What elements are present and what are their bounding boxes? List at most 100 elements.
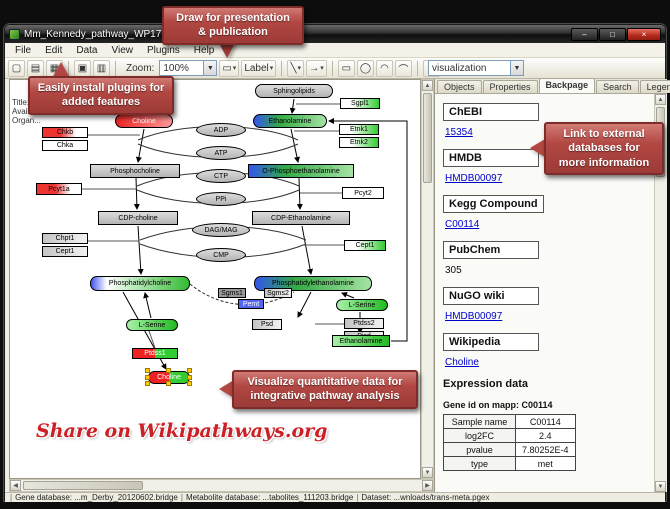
selection-handle[interactable]: [145, 381, 150, 386]
zoom-combobox[interactable]: 100% ▼: [159, 60, 218, 76]
selection-handle[interactable]: [166, 381, 171, 386]
callout-pointer-left: [219, 380, 234, 398]
label-tool-button[interactable]: Label▾: [241, 59, 277, 77]
pathway-node[interactable]: Choline: [115, 114, 173, 128]
pathway-node[interactable]: L-Serine: [336, 299, 388, 311]
pathway-node[interactable]: Cept1: [344, 240, 386, 251]
pathway-node[interactable]: Chkb: [42, 127, 88, 138]
selection-handle[interactable]: [187, 381, 192, 386]
tab-search[interactable]: Search: [596, 80, 639, 93]
brace-tool-button[interactable]: ⌒: [395, 59, 413, 77]
selection-handle[interactable]: [166, 368, 171, 373]
pathway-node[interactable]: CDP-choline: [98, 211, 178, 225]
copy-button[interactable]: ▣: [74, 59, 91, 77]
open-button[interactable]: ▤: [27, 59, 44, 77]
pathway-node[interactable]: PPi: [196, 192, 246, 206]
pathway-node[interactable]: Pemt: [238, 299, 264, 309]
pathway-node[interactable]: Pcyt1a: [36, 183, 82, 195]
pathway-node[interactable]: ADP: [196, 123, 246, 137]
pathway-node[interactable]: L-Serine: [126, 319, 178, 331]
datanode-tool-button[interactable]: ▭▾: [219, 59, 240, 77]
pathway-node[interactable]: Sgms2: [264, 288, 292, 298]
pathway-node[interactable]: Psd: [252, 319, 282, 330]
pathway-node[interactable]: Ptdss2: [344, 318, 384, 329]
pathway-node[interactable]: Phosphatidylcholine: [90, 276, 190, 291]
menu-item-help[interactable]: Help: [193, 44, 215, 56]
maximize-button[interactable]: □: [599, 27, 626, 41]
menu-item-file[interactable]: File: [15, 44, 32, 56]
menu-item-view[interactable]: View: [111, 44, 133, 56]
tab-objects[interactable]: Objects: [437, 80, 482, 93]
new-file-button[interactable]: ▢: [8, 59, 25, 77]
canvas-vertical-scrollbar[interactable]: ▲ ▼: [421, 79, 434, 479]
pathway-node[interactable]: Etnk1: [339, 124, 379, 135]
vertical-scroll-thumb[interactable]: [423, 93, 432, 183]
scroll-up-icon[interactable]: ▲: [422, 80, 433, 91]
pathway-node[interactable]: CMP: [196, 248, 246, 262]
pathway-node[interactable]: Pcyt2: [342, 187, 384, 199]
menu-item-data[interactable]: Data: [76, 44, 98, 56]
pathway-node[interactable]: Sgms1: [218, 288, 246, 298]
selection-handle[interactable]: [145, 368, 150, 373]
scroll-right-icon[interactable]: ▶: [422, 480, 433, 491]
selection-handle[interactable]: [187, 374, 192, 380]
backpage-section-header: NuGO wiki: [443, 287, 539, 305]
chevron-down-icon[interactable]: ▼: [510, 61, 523, 75]
title-bar[interactable]: Mm_Kennedy_pathway_WP1771_45176.gpml – □…: [5, 25, 665, 43]
scroll-up-icon[interactable]: ▲: [655, 94, 666, 105]
close-button[interactable]: ×: [627, 27, 661, 41]
pathway-node[interactable]: Chka: [42, 140, 88, 151]
pathway-node[interactable]: DAG/MAG: [192, 223, 250, 237]
pathway-node[interactable]: Ethanolamine: [332, 335, 390, 347]
scroll-down-icon[interactable]: ▼: [655, 481, 666, 492]
status-bar: |Gene database: ...m_Derby_20120602.brid…: [5, 492, 665, 502]
rect-tool-button[interactable]: ▭: [337, 59, 355, 77]
backpage-link[interactable]: HMDB00097: [445, 311, 503, 322]
minimize-button[interactable]: –: [571, 27, 598, 41]
chevron-down-icon[interactable]: ▾: [232, 65, 237, 72]
selection-handle[interactable]: [145, 374, 150, 380]
pathway-node[interactable]: O-Phosphoethanolamine: [248, 164, 354, 178]
arc-tool-button[interactable]: ◠: [376, 59, 394, 77]
pathway-node[interactable]: Ethanolamine: [253, 114, 327, 128]
chevron-down-icon[interactable]: ▾: [297, 65, 302, 72]
line-tool-button[interactable]: ╲▾: [287, 59, 305, 77]
backpage-link[interactable]: C00114: [445, 219, 480, 230]
tab-backpage[interactable]: Backpage: [538, 78, 596, 93]
zoom-value: 100%: [163, 62, 189, 74]
pathway-node[interactable]: Etnk2: [339, 137, 379, 148]
chevron-down-icon[interactable]: ▾: [269, 65, 274, 72]
pathway-node[interactable]: Sgpl1: [340, 98, 380, 109]
scroll-left-icon[interactable]: ◀: [10, 480, 21, 491]
tab-properties[interactable]: Properties: [482, 80, 538, 93]
visualization-combobox[interactable]: visualization ▼: [428, 60, 524, 76]
pathway-node[interactable]: Chpt1: [42, 233, 88, 244]
pathway-node[interactable]: Phosphocholine: [90, 164, 180, 178]
pathway-node[interactable]: ATP: [196, 146, 246, 160]
ellipse-tool-button[interactable]: ◯: [356, 59, 375, 77]
pathway-node[interactable]: CTP: [196, 169, 246, 183]
canvas-horizontal-scrollbar[interactable]: ◀ ▶: [9, 479, 434, 492]
tab-legend[interactable]: Legend: [639, 80, 670, 93]
menu-item-plugins[interactable]: Plugins: [146, 44, 180, 56]
horizontal-scroll-thumb[interactable]: [23, 481, 143, 490]
pathway-node[interactable]: Ptdss1: [132, 348, 178, 359]
arrow-tool-button[interactable]: →▾: [306, 59, 327, 77]
menu-item-edit[interactable]: Edit: [45, 44, 63, 56]
chevron-down-icon[interactable]: ▾: [320, 65, 324, 72]
selection-handle[interactable]: [187, 368, 192, 373]
callout-visualize: Visualize quantitative data for integrat…: [232, 370, 418, 409]
backpage-link[interactable]: Choline: [445, 357, 479, 368]
backpage-link[interactable]: 15354: [445, 127, 473, 138]
chevron-down-icon[interactable]: ▼: [203, 61, 217, 75]
scroll-down-icon[interactable]: ▼: [422, 467, 433, 478]
backpage-link[interactable]: HMDB00097: [445, 173, 503, 184]
pathway-node[interactable]: Phosphatidylethanolamine: [254, 276, 372, 291]
paste-button[interactable]: ▥: [93, 59, 110, 77]
gene-id-line: Gene id on mapp: C00114: [443, 400, 553, 410]
pathway-node[interactable]: Sphingolipids: [255, 84, 333, 98]
pathway-node[interactable]: CDP-Ethanolamine: [252, 211, 350, 225]
pathway-node[interactable]: Cept1: [42, 246, 88, 257]
